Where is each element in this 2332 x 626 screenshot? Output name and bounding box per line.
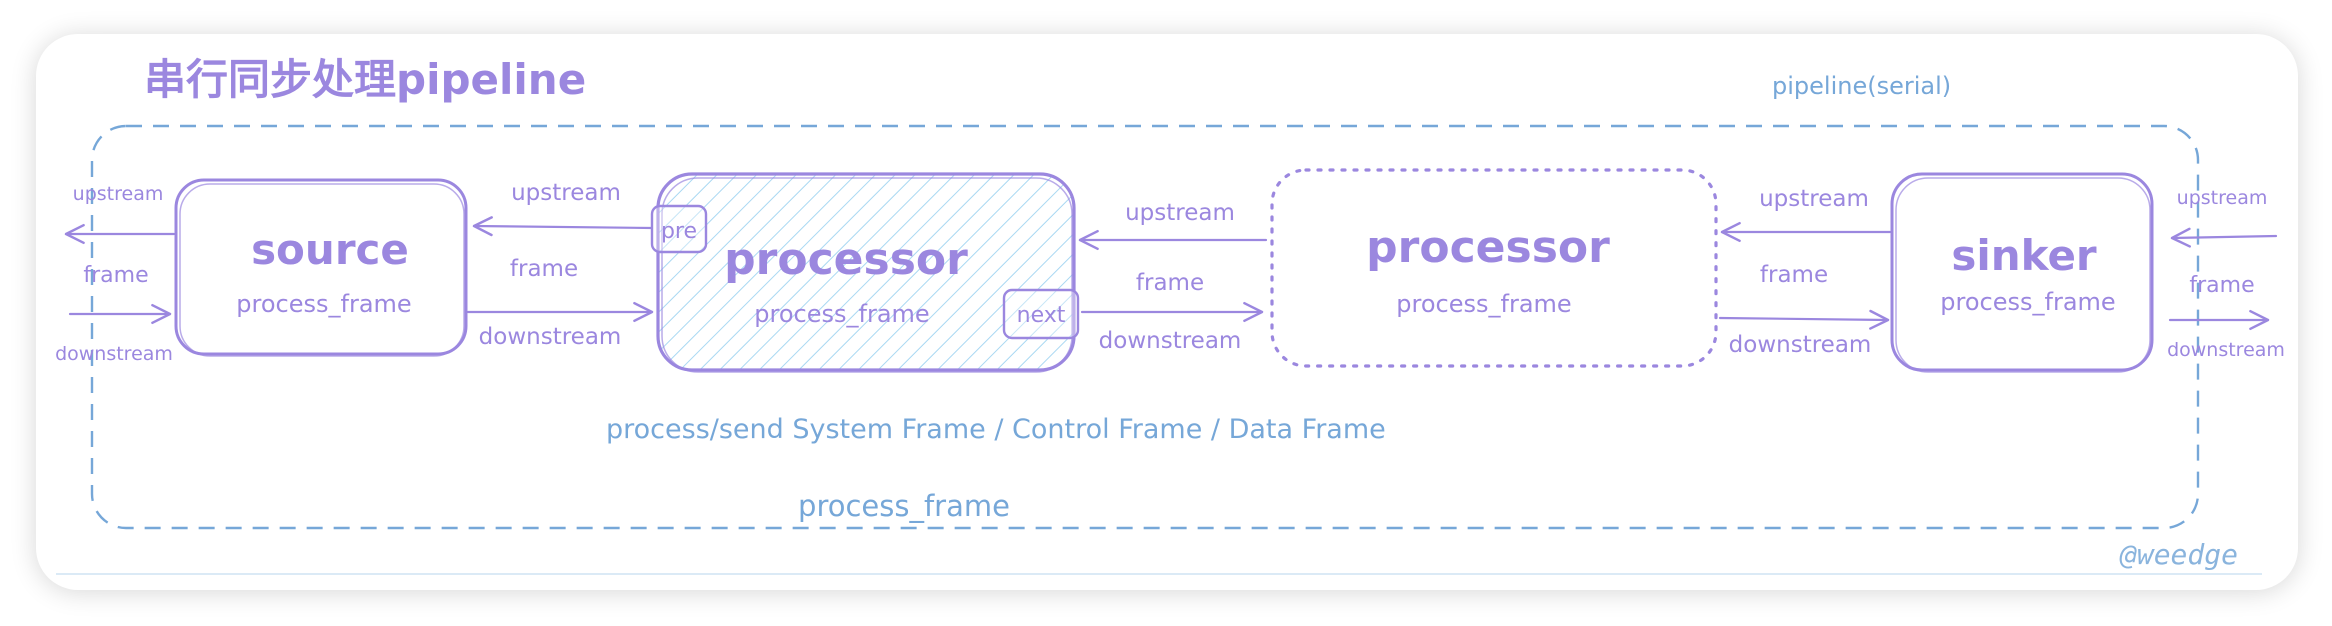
source-node-name: source (251, 225, 409, 274)
right-upstream-arrow (2170, 227, 2278, 248)
pipeline-boundary (90, 124, 2200, 530)
e2-frame-label: frame (1136, 270, 1204, 296)
right-frame-label: frame (2189, 273, 2254, 298)
e3-downstream-arrow (1718, 309, 1890, 330)
left-downstream-label: downstream (55, 343, 173, 365)
diagram-title: 串行同步处理pipeline (144, 55, 586, 104)
e1-downstream-label: downstream (479, 324, 622, 350)
e3-upstream-label: upstream (1759, 186, 1869, 212)
source-node (174, 178, 468, 356)
processor2-node (1270, 168, 1718, 368)
process-frame-label: process_frame (798, 489, 1010, 523)
sinker-node-name: sinker (1951, 231, 2097, 280)
e1-upstream-label: upstream (511, 180, 621, 206)
e2-upstream-label: upstream (1125, 200, 1235, 226)
sinker-node (1890, 172, 2154, 372)
processor2-node-method: process_frame (1396, 290, 1571, 318)
arrows (64, 216, 2278, 331)
right-upstream-label: upstream (2177, 187, 2268, 209)
next-port-label: next (1017, 303, 1066, 328)
processor1-node (656, 172, 1076, 372)
left-upstream-label: upstream (73, 183, 164, 205)
e1-frame-label: frame (510, 256, 578, 282)
processor2-node-name: processor (1366, 222, 1610, 273)
e3-downstream-label: downstream (1729, 332, 1872, 358)
left-frame-label: frame (83, 263, 148, 288)
pipeline-label: pipeline(serial) (1772, 72, 1951, 100)
sinker-node-method: process_frame (1940, 288, 2115, 316)
frame-types-label: process/send System Frame / Control Fram… (606, 414, 1386, 445)
processor1-node-name: processor (724, 234, 968, 285)
source-node-method: process_frame (236, 290, 411, 318)
right-downstream-label: downstream (2167, 339, 2285, 361)
pre-port-label: pre (661, 219, 697, 244)
e3-frame-label: frame (1760, 262, 1828, 288)
processor1-node-method: process_frame (754, 300, 929, 328)
e1-upstream-arrow (472, 216, 654, 237)
next-port (1002, 288, 1080, 340)
e2-downstream-label: downstream (1099, 328, 1242, 354)
watermark: @weedge (2119, 538, 2238, 571)
